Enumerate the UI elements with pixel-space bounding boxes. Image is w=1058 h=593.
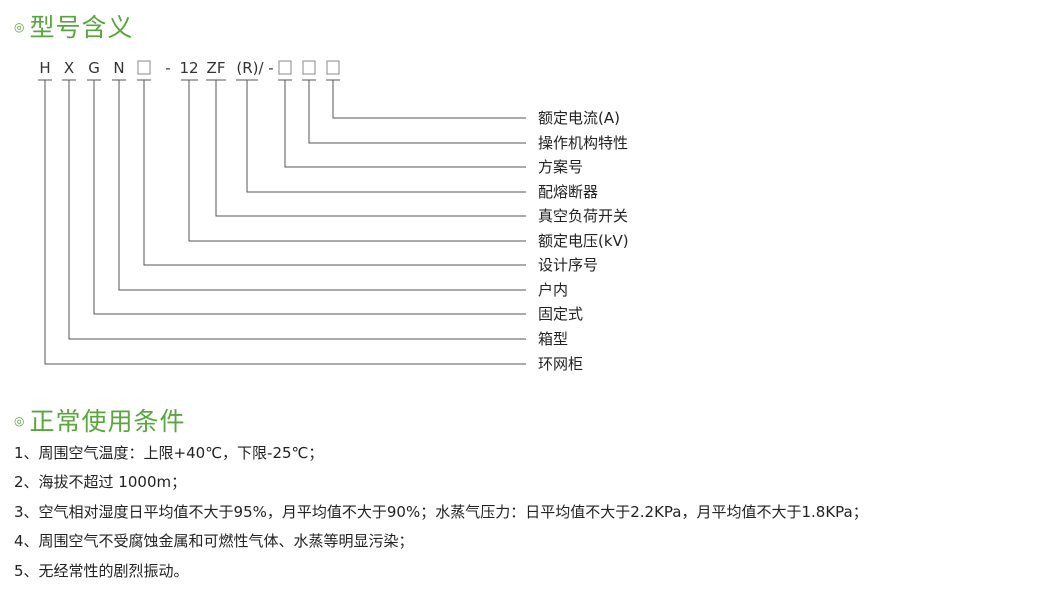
code-part-n: N xyxy=(113,59,124,77)
code-placeholder-box xyxy=(326,60,340,75)
code-part-x: X xyxy=(64,59,74,77)
condition-item: 4、周围空气不受腐蚀金属和可燃性气体、水蒸等明显污染； xyxy=(14,532,414,550)
label-ring-main-unit: 环网柜 xyxy=(538,355,583,373)
circle-bullet-icon: ◎ xyxy=(14,414,26,428)
label-fixed: 固定式 xyxy=(538,305,583,323)
circle-bullet-icon: ◎ xyxy=(14,20,26,34)
section-title-model: ◎型号含义 xyxy=(14,8,134,44)
code-placeholder-box xyxy=(137,60,151,75)
section-title-text: 型号含义 xyxy=(29,13,134,42)
code-part-12: 12 xyxy=(179,59,198,77)
label-design-no: 设计序号 xyxy=(538,256,598,274)
label-rated-current: 额定电流(A) xyxy=(538,109,620,127)
code-part-dash: - xyxy=(268,59,273,77)
condition-item: 5、无经常性的剧烈振动。 xyxy=(14,562,189,580)
code-part-zf: ZF xyxy=(207,59,226,77)
code-part-h: H xyxy=(39,59,50,77)
condition-item: 1、周围空气温度：上限+40℃，下限-25℃； xyxy=(14,444,324,462)
code-part-r: (R)/ xyxy=(236,59,264,77)
code-placeholder-box xyxy=(302,60,316,75)
label-rated-voltage: 额定电压(kV) xyxy=(538,232,629,250)
code-part-g: G xyxy=(88,59,100,77)
label-scheme-no: 方案号 xyxy=(538,158,583,176)
condition-item: 2、海拔不超过 1000m； xyxy=(14,473,187,491)
connector-lines xyxy=(44,80,526,365)
code-part-dash: - xyxy=(165,59,170,77)
model-code-diagram: H X G N - 12 ZF (R)/ - 额定电流(A) xyxy=(38,59,629,373)
section-title-conditions: ◎正常使用条件 xyxy=(14,402,186,438)
condition-item: 3、空气相对湿度日平均值不大于95%，月平均值不大于90%；水蒸气压力：日平均值… xyxy=(14,503,868,521)
label-box-type: 箱型 xyxy=(538,330,568,348)
section-title-text: 正常使用条件 xyxy=(29,407,186,436)
label-mechanism: 操作机构特性 xyxy=(538,134,628,152)
label-indoor: 户内 xyxy=(538,281,568,299)
code-placeholder-box xyxy=(278,60,292,75)
label-fuse: 配熔断器 xyxy=(538,183,598,201)
label-vacuum-switch: 真空负荷开关 xyxy=(538,207,628,225)
